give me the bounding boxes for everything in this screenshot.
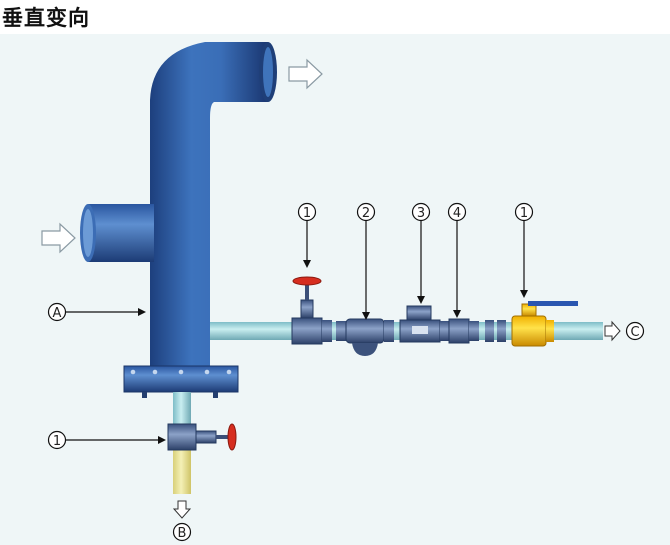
label-marker-c: C [625, 321, 645, 341]
label-marker-1-drain-text: 1 [53, 434, 61, 449]
diagram-background [0, 34, 670, 545]
pipe-union [497, 320, 506, 342]
ball-valve-icon [511, 301, 578, 347]
label-marker-b-text: B [178, 526, 187, 541]
pipe-union [336, 321, 346, 341]
label-marker-a-text: A [53, 306, 62, 321]
label-marker-3: 3 [411, 202, 431, 222]
vertical-separator-pipe [150, 42, 277, 368]
pipe-union [485, 320, 494, 342]
leader-lines [66, 221, 528, 444]
flow-arrow-icon [172, 500, 192, 519]
label-marker-1-drain: 1 [47, 430, 67, 450]
label-marker-1-ball-valve: 1 [514, 202, 534, 222]
label-marker-1-ball-valve-text: 1 [520, 206, 528, 221]
label-marker-a: A [47, 302, 67, 322]
flow-arrow-icon [41, 222, 76, 254]
label-marker-3-text: 3 [417, 206, 425, 221]
label-marker-4: 4 [447, 202, 467, 222]
inlet-pipe [80, 204, 154, 262]
coupling-component [448, 318, 479, 344]
label-marker-b: B [172, 522, 192, 542]
gate-valve-icon [167, 423, 237, 451]
label-marker-4-text: 4 [453, 206, 461, 221]
label-marker-2: 2 [356, 202, 376, 222]
label-marker-2-text: 2 [362, 206, 370, 221]
strainer-component [399, 305, 449, 343]
label-marker-1-valve: 1 [297, 202, 317, 222]
gate-valve-icon [291, 276, 323, 345]
flow-arrow-icon [604, 320, 621, 342]
flow-arrow-icon [288, 58, 323, 90]
pipe-union [322, 320, 332, 342]
page-title: 垂直变向 [2, 6, 90, 30]
label-marker-c-text: C [630, 325, 639, 340]
drain-pipe [173, 392, 191, 494]
label-marker-1-valve-text: 1 [303, 206, 311, 221]
filter-component [345, 318, 394, 356]
